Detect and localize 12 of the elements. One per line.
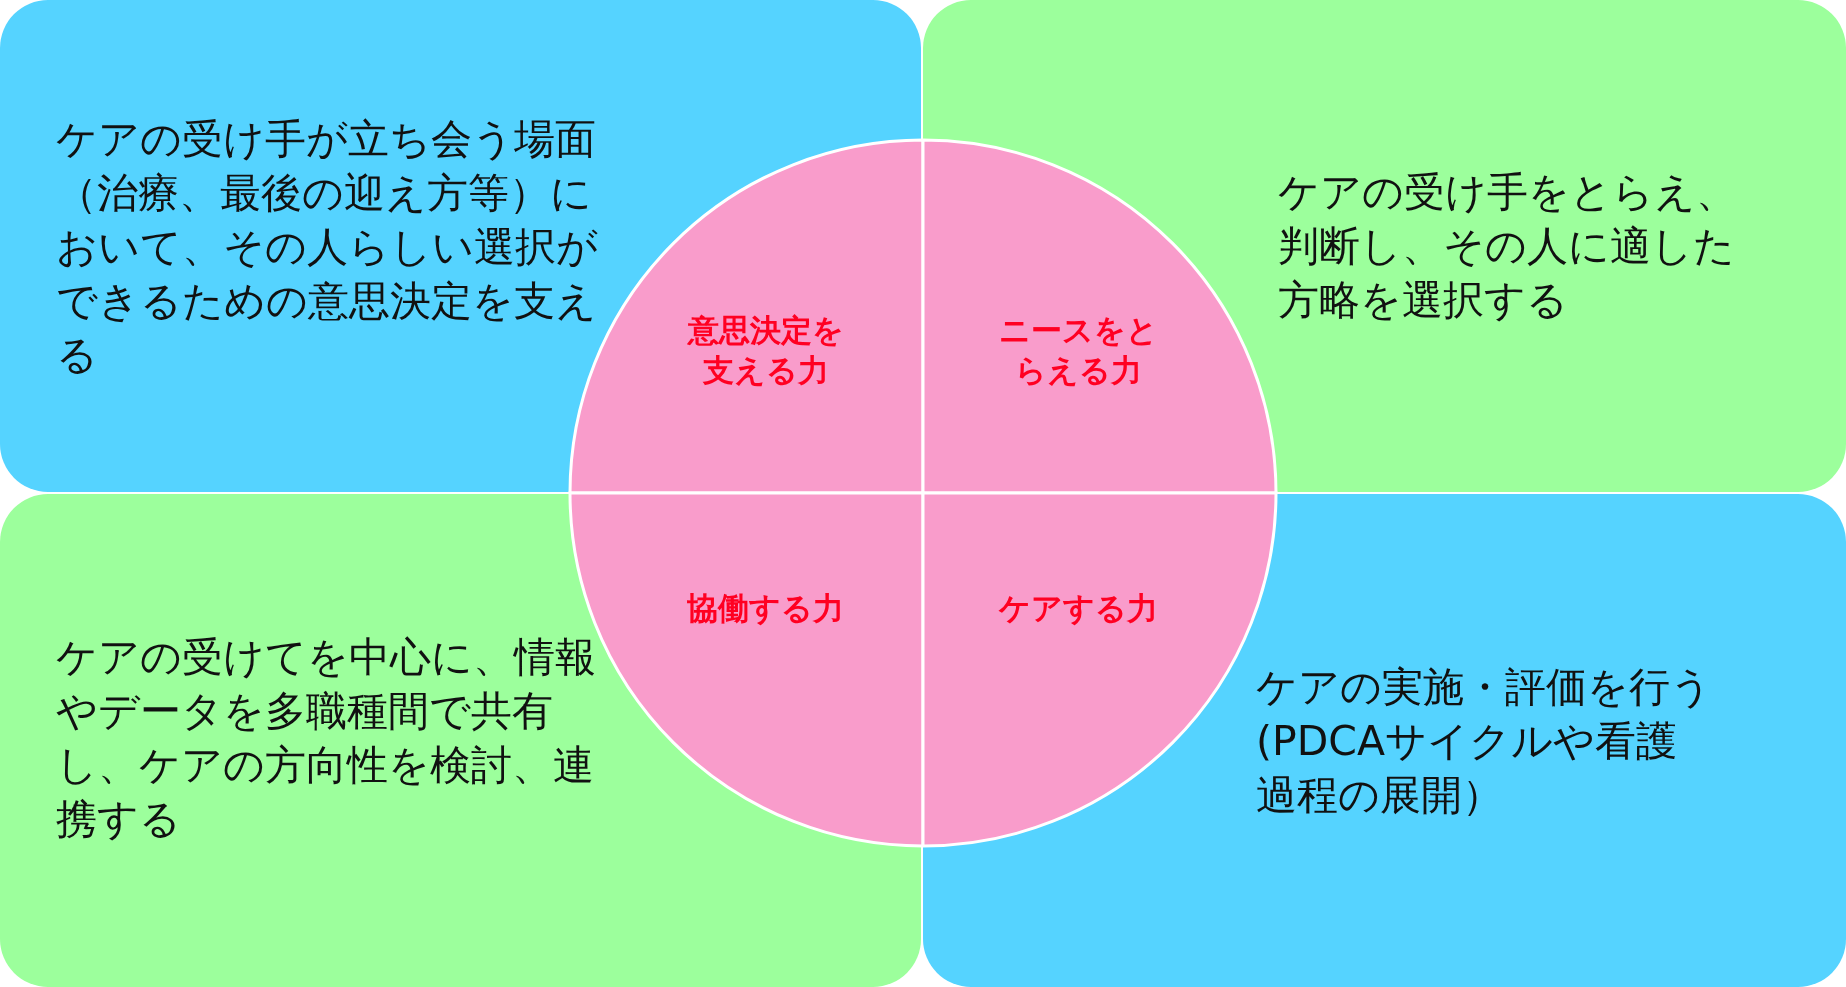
quadrant-panel bbox=[923, 494, 1846, 987]
skill-label: ニースをとらえる力 bbox=[998, 311, 1159, 390]
skill-label: 意思決定を支える力 bbox=[686, 311, 845, 390]
description-text: ケアの受けてを中心に、情報やデータを多職種間で共有し、ケアの方向性を検討、連携する bbox=[56, 632, 596, 845]
skill-label: 協働する力 bbox=[685, 589, 845, 628]
description-text: ケアの受け手が立ち会う場面（治療、最後の迎え方等）において、その人らしい選択ができるための意思決定を支える bbox=[56, 114, 599, 381]
skill-label: ケアする力 bbox=[997, 589, 1159, 628]
quadrant-panel bbox=[0, 494, 921, 987]
quadrant-panel bbox=[0, 0, 921, 492]
quadrant-panel bbox=[923, 0, 1846, 492]
description-text: ケアの受け手をとらえ、判断し、その人に適した方略を選択する bbox=[1278, 167, 1738, 326]
description-text: ケアの実施・評価を行う(PDCAサイクルや看護過程の展開） bbox=[1256, 662, 1713, 821]
